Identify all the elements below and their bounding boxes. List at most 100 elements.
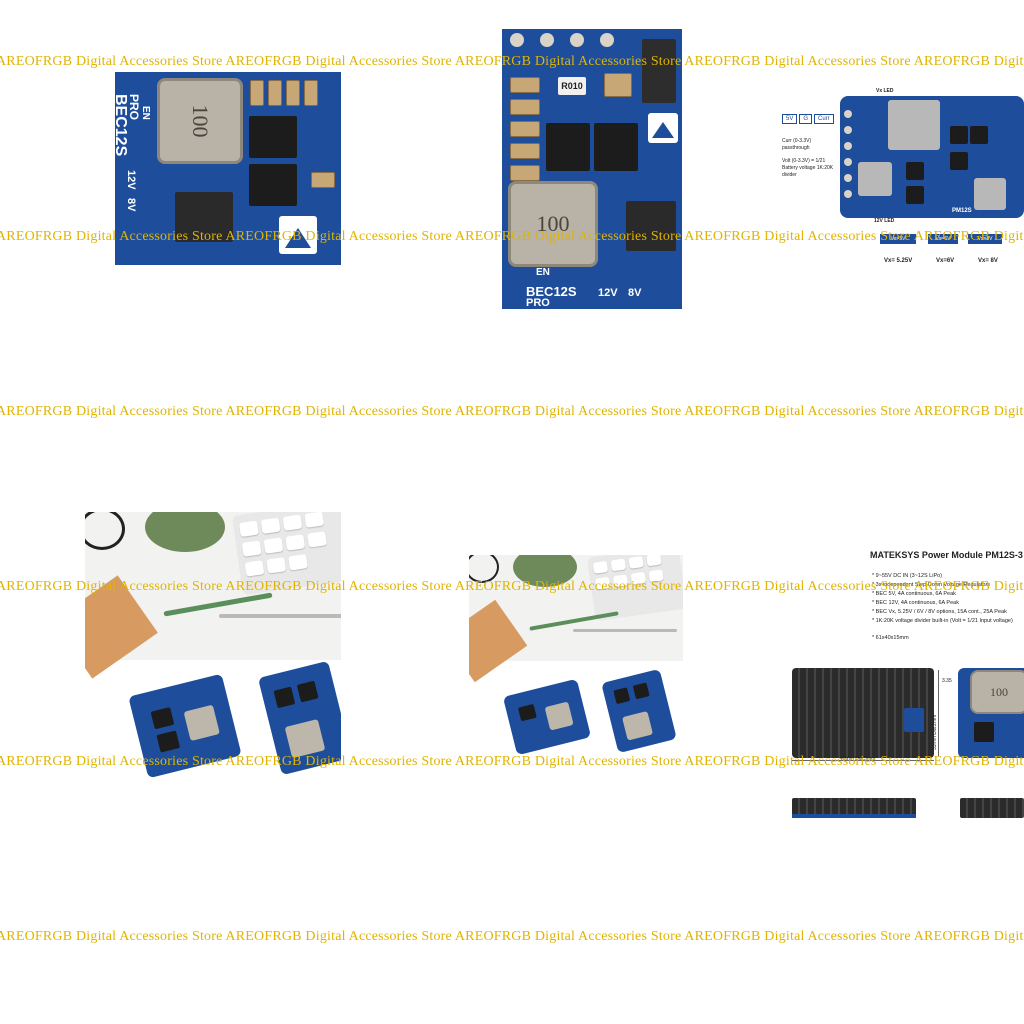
pcb-board: R010 100 EN BEC12S PRO 12V 8V (502, 29, 682, 309)
inductor (858, 162, 892, 196)
watermark-row-6: AREOFRGB Digital Accessories Store AREOF… (0, 929, 1024, 944)
12v-label: 12V (125, 170, 137, 190)
controller-chip (175, 192, 233, 242)
chip (150, 707, 175, 730)
option-label-1: Vx= 5.25V (884, 258, 913, 264)
solder-pad (844, 126, 852, 134)
12v-led-label: 12V LED (874, 218, 895, 224)
inductor (284, 718, 326, 759)
pcb-board-diagram: PM12S (840, 96, 1024, 218)
chip (906, 162, 924, 180)
regulator-chip (642, 39, 676, 103)
solder-pad (844, 190, 852, 198)
capacitor (510, 121, 540, 137)
heatsink-side-view-2 (960, 798, 1024, 818)
chip (296, 680, 319, 703)
chip (613, 687, 631, 705)
capacitor (286, 80, 300, 106)
capacitor (604, 73, 632, 97)
solder-pad (844, 158, 852, 166)
controller-chip (626, 201, 676, 251)
chip (950, 152, 968, 170)
8v-label: 8V (125, 198, 137, 212)
side-view-board (792, 814, 916, 818)
product-board-b (257, 660, 341, 776)
inductor-label: 100 (536, 211, 570, 236)
chip (950, 126, 968, 144)
shunt-resistor: R010 (558, 77, 586, 95)
chip (156, 730, 181, 753)
chip (906, 186, 924, 204)
dim-line-vertical (938, 670, 939, 756)
inductor (974, 178, 1006, 210)
dim-width: 40mm Dia.3mm (840, 756, 876, 762)
spec-size: * 61x40x15mm (872, 635, 909, 641)
inductor (888, 100, 940, 150)
spec-line: * 9~55V DC IN (3~12S LiPo) (872, 573, 943, 579)
pin-curr: Curr (814, 114, 834, 124)
capacitor (510, 165, 540, 181)
spec-line: * BEC 12V, 4A continuous, 6A Peak (872, 600, 959, 606)
keyboard (231, 512, 341, 596)
capacitor (304, 80, 318, 106)
logo-badge (648, 113, 678, 143)
pen-silver (219, 614, 341, 618)
model-text-2: PRO (127, 94, 141, 120)
mosfet-chip (594, 123, 638, 171)
chip (970, 126, 988, 144)
mosfet-chip (249, 164, 297, 206)
watermark-row-3: AREOFRGB Digital Accessories Store AREOF… (0, 404, 1024, 419)
inductor: 100 (157, 78, 243, 164)
chip (632, 682, 650, 700)
solder-pad (600, 33, 614, 47)
spec-line: * BEC 5V, 4A continuous, 6A Peak (872, 591, 956, 597)
cactus-pot (145, 512, 225, 552)
curr-note: Curr (0-3.3V) passthrough (782, 138, 812, 151)
glasses (469, 555, 499, 583)
spec-line: * BEC Vx, 5.25V / 6V / 8V options, 15A c… (872, 609, 1007, 615)
8v-label: 8V (628, 287, 642, 299)
option-jumper-1-label: Vx=5V (890, 236, 906, 242)
option-jumper-3: Vx=8V (968, 234, 1002, 244)
solder-pad (570, 33, 584, 47)
solder-pad (844, 142, 852, 150)
pinout-diagram: 5V G Curr Curr (0-3.3V) passthrough Volt… (778, 86, 1024, 270)
en-label: EN (140, 106, 151, 120)
option-jumper-3-label: Vx=8V (977, 236, 993, 242)
solder-pad (844, 174, 852, 182)
shunt-label: R010 (561, 81, 583, 91)
spec-line: * 3x independent Step-Down Voltage Regul… (872, 582, 991, 588)
option-jumper-1: Vx=5V (880, 234, 916, 244)
logo-badge (279, 216, 317, 254)
chip (974, 722, 994, 742)
capacitor (311, 172, 335, 188)
pcb-second-board: 100 (958, 668, 1024, 758)
chip (273, 686, 296, 709)
product-closeup-2: R010 100 EN BEC12S PRO 12V 8V (502, 29, 682, 309)
pcb-edge-connector (904, 708, 924, 732)
spec-sheet: MATEKSYS Power Module PM12S-3 * 9~55V DC… (786, 544, 1024, 826)
option-label-3: Vx= 8V (978, 258, 998, 264)
capacitor (250, 80, 264, 106)
heatsink-side-view (792, 798, 916, 818)
lifestyle-photo-2 (469, 555, 683, 755)
glasses (85, 512, 125, 550)
spec-list: * 9~55V DC IN (3~12S LiPo) * 3x independ… (872, 572, 1024, 643)
capacitor (268, 80, 282, 106)
volt-note: Volt (0-3.3V) = 1/21 Battery voltage 1K:… (782, 158, 834, 178)
spec-title: MATEKSYS Power Module PM12S-3 (870, 550, 1023, 560)
product-closeup-1: 100 BEC12S PRO EN 12V 8V (115, 72, 341, 265)
spec-line: * 1K:20K voltage divider built-in (Volt … (872, 618, 1013, 624)
product-board-a (128, 673, 242, 779)
en-label: EN (536, 267, 550, 278)
inductor-label: 100 (990, 684, 1008, 699)
lifestyle-photo-1 (85, 512, 341, 792)
vx-led-label: Vx LED (876, 88, 894, 94)
model-line2: PRO (127, 94, 141, 121)
inductor: 100 (508, 181, 598, 267)
pen-silver (573, 629, 677, 632)
inductor-label: 100 (188, 104, 213, 138)
option-jumper-2-label: Vx=6V (935, 236, 951, 242)
model-line1: BEC12S (526, 284, 577, 299)
capacitor (510, 77, 540, 93)
